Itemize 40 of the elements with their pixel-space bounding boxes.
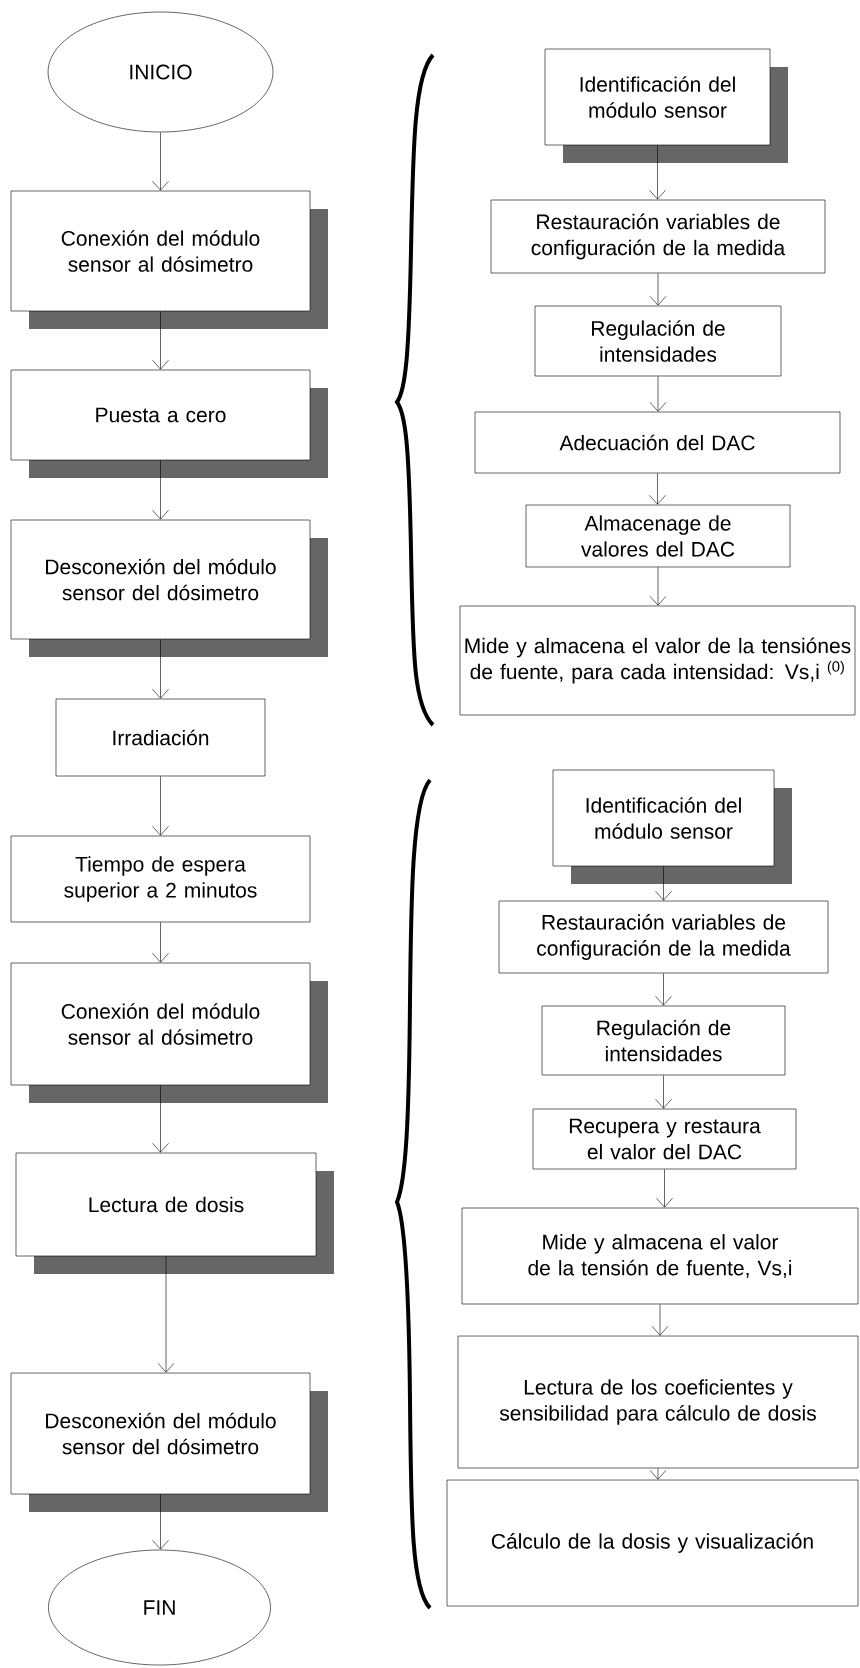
process-box: Identificación del módulo sensor: [544, 48, 788, 163]
arrow: [649, 145, 666, 200]
arrow: [152, 776, 169, 836]
arrow: [656, 1169, 673, 1208]
process-box: Irradiación: [55, 698, 266, 777]
arrow: [157, 1256, 175, 1373]
process-box: Regulación de intensidades: [534, 305, 782, 377]
arrow: [649, 567, 667, 606]
process-box: Adecuación del DAC: [474, 411, 841, 474]
process-box: Lectura de los coeficientes y sensibilidad para cálculo de dosis: [457, 1335, 859, 1469]
arrow: [152, 922, 169, 963]
arrow: [152, 132, 169, 191]
arrow: [655, 866, 672, 901]
arrow: [655, 973, 672, 1006]
arrow: [152, 460, 169, 520]
arrow: [152, 1494, 169, 1550]
process-box: Desconexión del módulo sensor del dósimetro: [10, 519, 328, 657]
process-box: Desconexión del módulo sensor del dósimetro: [10, 1372, 328, 1512]
arrow: [152, 1085, 169, 1153]
process-box: Almacenage de valores del DAC: [525, 504, 791, 568]
process-box: Recupera y restaura el valor del DAC: [532, 1108, 797, 1170]
arrow: [152, 311, 169, 370]
process-box: Identificación del módulo sensor: [552, 769, 792, 884]
arrow: [649, 273, 667, 306]
process-box: Conexión del módulo sensor al dósimetro: [10, 962, 328, 1103]
arrow: [649, 473, 666, 505]
process-box: Puesta a cero: [10, 369, 328, 478]
process-box: Restauración variables de configuración de la medida: [498, 900, 829, 974]
process-box: Regulación de intensidades: [541, 1005, 786, 1076]
process-box: Tiempo de espera superior a 2 minutos: [10, 835, 311, 923]
process-box: Conexión del módulo sensor al dósimetro: [10, 190, 328, 329]
process-box: Restauración variables de configuración de la medida: [490, 199, 826, 274]
arrow: [655, 1075, 672, 1109]
arrow: [649, 376, 667, 412]
process-box: Mide y almacena el valor de la tensión de fuente, Vs,i: [461, 1207, 859, 1305]
process-box: Lectura de dosis: [15, 1152, 334, 1274]
arrow: [651, 1304, 669, 1336]
process-box: Cálculo de la dosis y visualización: [446, 1479, 859, 1607]
process-box: Mide y almacena el valor de la tensiónes de fuente, para cada intensidad: Vs,i $^{(0)}$: [459, 605, 856, 716]
arrow: [152, 639, 169, 699]
